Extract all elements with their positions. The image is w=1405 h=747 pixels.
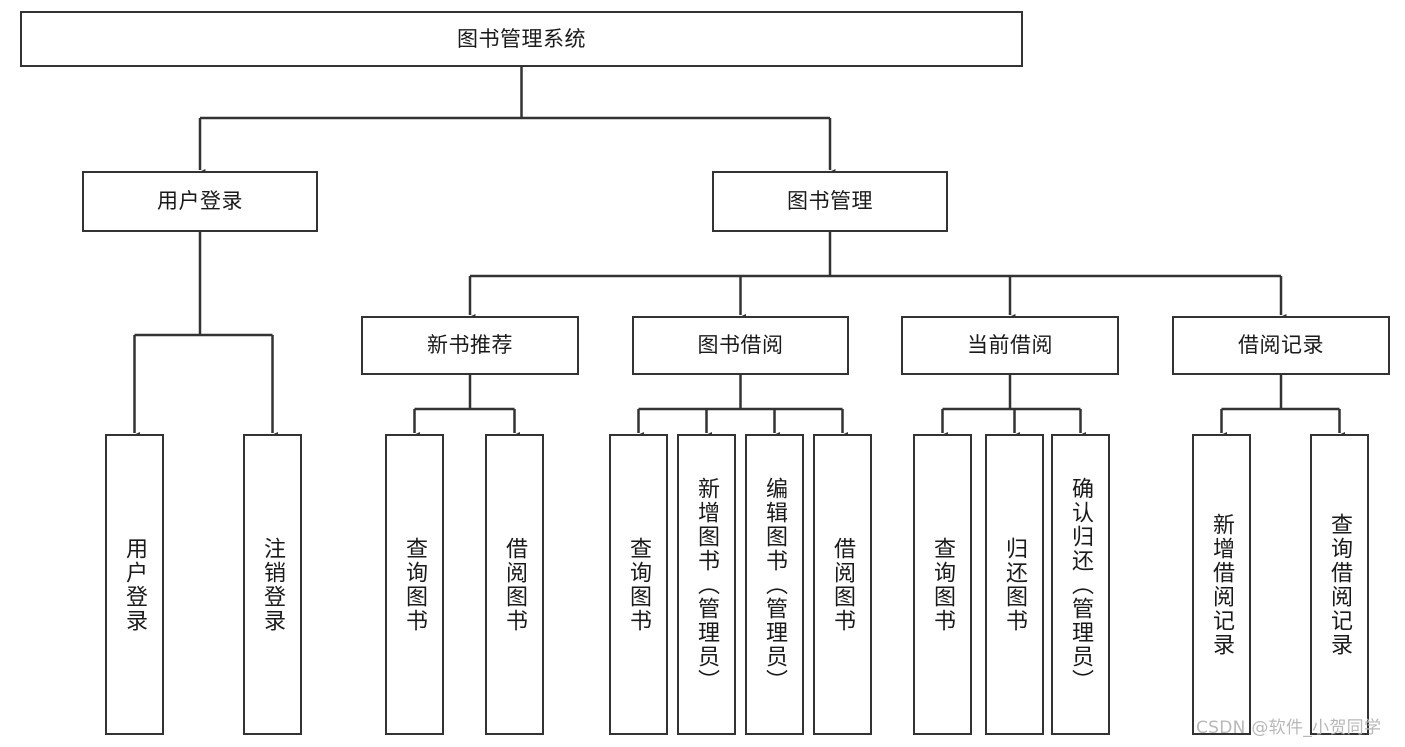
node-l3_2[interactable]: 当前借阅 [901, 316, 1119, 375]
node-leaf_6[interactable]: 编辑图书（管理员） [745, 434, 804, 735]
node-leaf_11[interactable]: 新增借阅记录 [1192, 434, 1251, 735]
node-l3_0[interactable]: 新书推荐 [361, 316, 579, 375]
node-label: 新增图书（管理员） [694, 476, 720, 693]
node-label: 查询图书 [626, 536, 652, 633]
node-label: 查询图书 [402, 536, 428, 633]
node-leaf_7[interactable]: 借阅图书 [813, 434, 872, 735]
node-leaf_1[interactable]: 注销登录 [243, 434, 302, 735]
node-label: 新增借阅记录 [1209, 512, 1235, 657]
node-l3_1[interactable]: 图书借阅 [632, 316, 849, 375]
node-leaf_9[interactable]: 归还图书 [985, 434, 1044, 735]
node-label: 借阅图书 [502, 536, 528, 633]
node-label: 借阅图书 [830, 536, 856, 633]
node-label: 用户登录 [157, 189, 243, 214]
node-leaf_4[interactable]: 查询图书 [609, 434, 668, 735]
node-leaf_5[interactable]: 新增图书（管理员） [677, 434, 736, 735]
node-label: 编辑图书（管理员） [762, 476, 788, 693]
node-leaf_0[interactable]: 用户登录 [105, 434, 164, 735]
node-leaf_12[interactable]: 查询借阅记录 [1310, 434, 1369, 735]
node-label: 用户登录 [122, 536, 148, 633]
edge-group [129, 67, 1345, 442]
node-root[interactable]: 图书管理系统 [20, 11, 1023, 67]
node-label: 图书管理系统 [457, 26, 586, 51]
node-leaf_2[interactable]: 查询图书 [385, 434, 444, 735]
node-label: 图书借阅 [697, 333, 784, 358]
node-label: 归还图书 [1002, 536, 1028, 633]
node-label: 注销登录 [260, 536, 286, 633]
node-leaf_10[interactable]: 确认归还（管理员） [1051, 434, 1110, 735]
node-leaf_3[interactable]: 借阅图书 [485, 434, 544, 735]
node-l2_1[interactable]: 图书管理 [712, 171, 948, 232]
node-l3_3[interactable]: 借阅记录 [1172, 316, 1390, 375]
node-label: 新书推荐 [427, 333, 513, 358]
node-label: 图书管理 [787, 189, 873, 214]
node-label: 确认归还（管理员） [1068, 476, 1094, 693]
node-l2_0[interactable]: 用户登录 [82, 171, 318, 232]
node-leaf_8[interactable]: 查询图书 [913, 434, 972, 735]
node-label: 查询图书 [930, 536, 956, 633]
node-label: 当前借阅 [967, 333, 1053, 358]
node-label: 查询借阅记录 [1327, 512, 1353, 657]
node-label: 借阅记录 [1238, 333, 1324, 358]
